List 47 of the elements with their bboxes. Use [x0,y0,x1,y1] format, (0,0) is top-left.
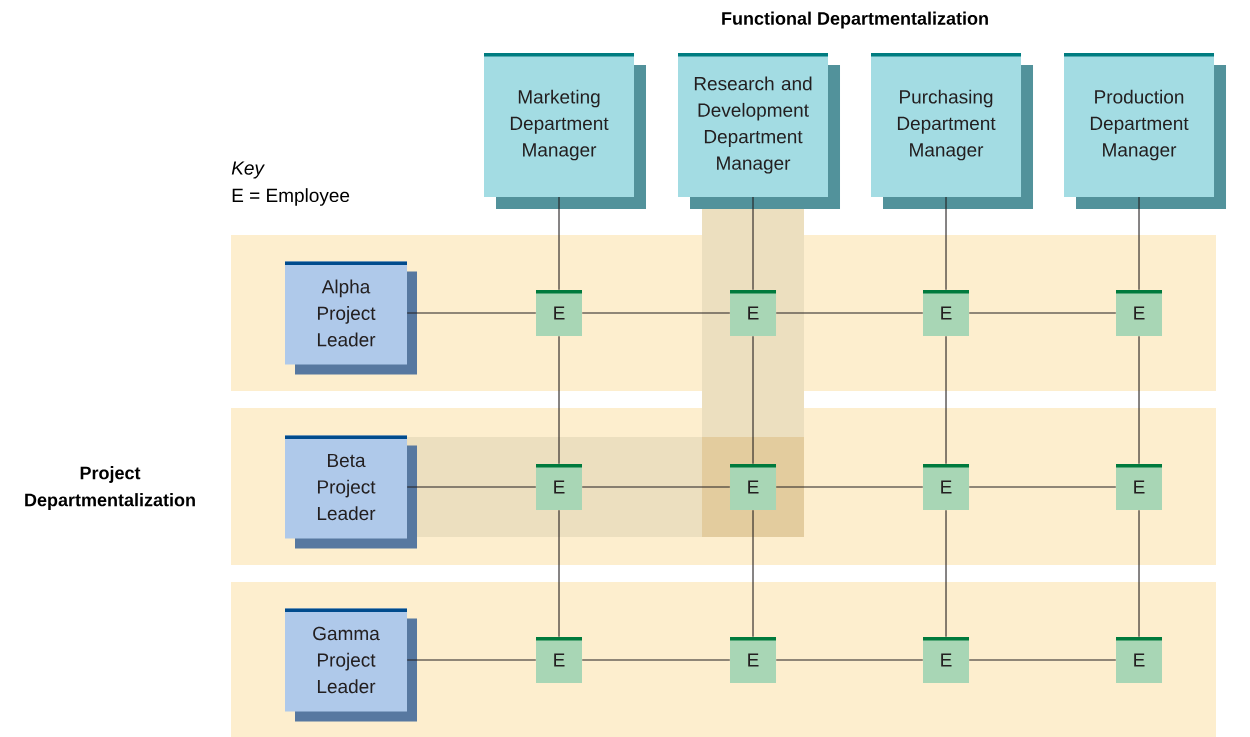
connector-line [945,509,947,638]
connector-line [558,509,560,638]
employee-box: E [536,637,582,683]
employee-box: E [730,290,776,336]
employee-box: E [1116,464,1162,510]
connector-line [581,312,731,314]
employee-box: E [730,464,776,510]
connector-line [558,196,560,291]
leader-box: Gamma Project Leader [285,608,417,722]
key-text: E = Employee [232,188,350,206]
connector-line [775,659,924,661]
connector-line [968,486,1117,488]
connector-line [406,312,537,314]
employee-box: E [536,464,582,510]
employee-box: E [536,290,582,336]
connector-line [752,509,754,638]
key-heading: Key [231,161,265,179]
connector-line [968,659,1117,661]
connector-line [775,486,924,488]
connector-line [945,196,947,291]
connector-line [1138,335,1140,465]
connector-line [752,335,754,465]
connector-line [1138,196,1140,291]
connector-line [752,196,754,291]
leader-box: Alpha Project Leader [285,261,417,375]
connector-line [581,486,731,488]
employee-box: E [923,290,969,336]
connector-line [406,486,537,488]
connector-line [968,312,1117,314]
section-heading: Functional Departmentalization [722,11,988,29]
connector-line [406,659,537,661]
section-heading: Project Departmentalization [25,466,195,510]
connector-line [775,312,924,314]
employee-box: E [923,637,969,683]
manager-box: Research and Development Department Manager [678,53,840,209]
employee-box: E [730,637,776,683]
employee-box: E [923,464,969,510]
connector-line [945,335,947,465]
manager-box: Production Department Manager [1064,53,1226,209]
employee-box: E [1116,290,1162,336]
manager-box: Marketing Department Manager [484,53,646,209]
leader-box: Beta Project Leader [285,435,417,549]
employee-box: E [1116,637,1162,683]
connector-line [558,335,560,465]
connector-line [1138,509,1140,638]
manager-box: Purchasing Department Manager [871,53,1033,209]
connector-line [581,659,731,661]
